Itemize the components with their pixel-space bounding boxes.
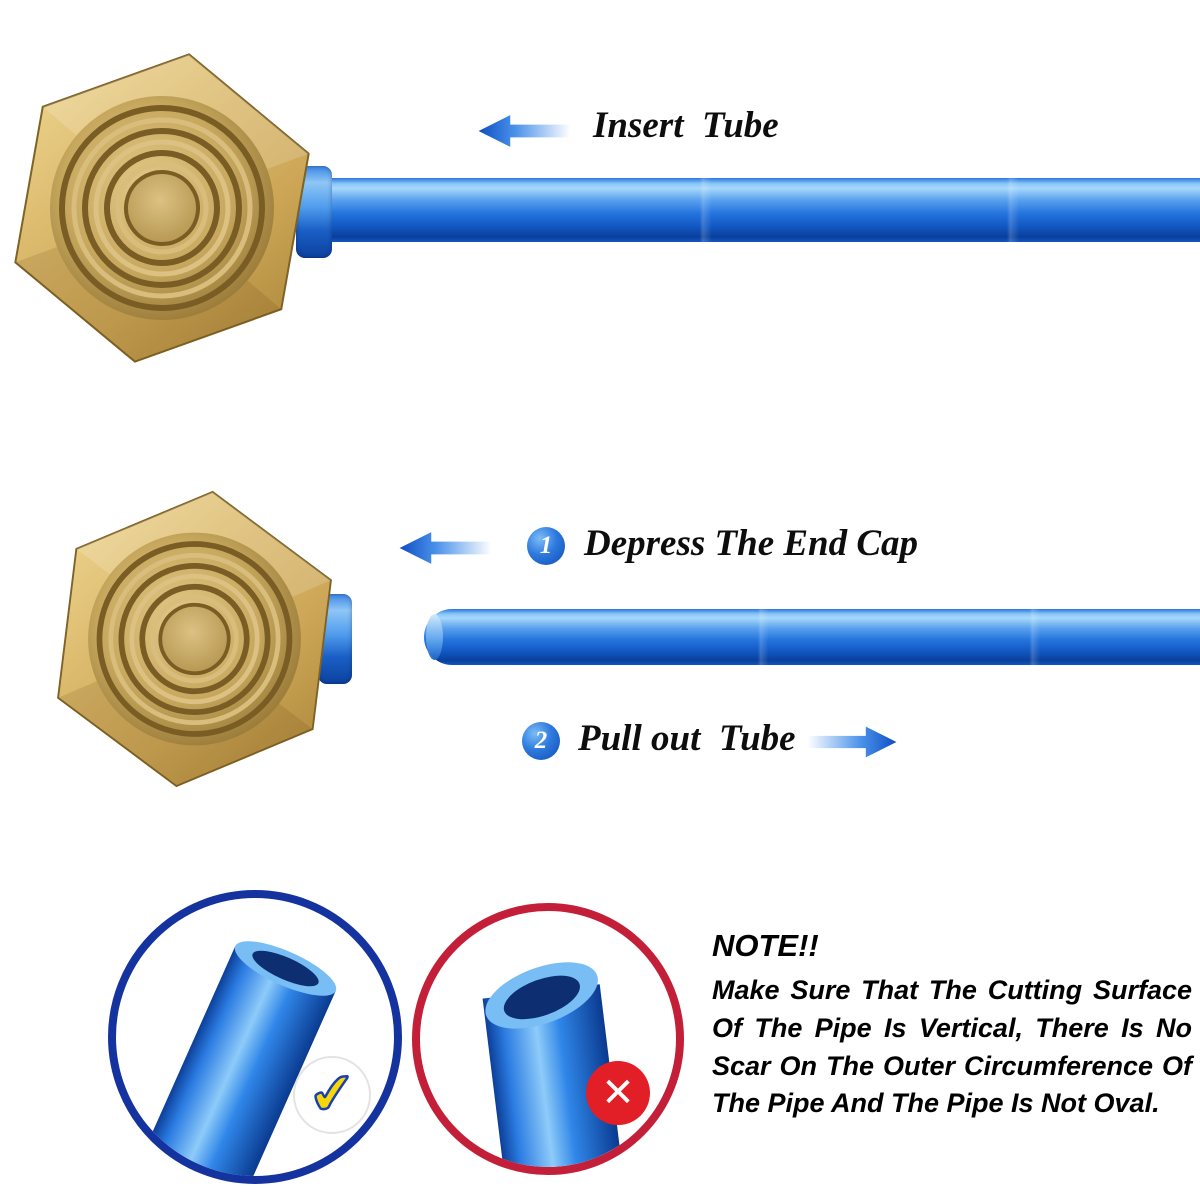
- blue-tube-middle-graphic: [424, 609, 1200, 665]
- depress-end-cap-label: Depress The End Cap: [584, 523, 919, 564]
- cross-glyph: ✕: [601, 1070, 635, 1116]
- left-arrow-icon: [478, 115, 571, 147]
- cross-icon: ✕: [586, 1061, 650, 1125]
- step-1-badge: 1: [527, 527, 565, 565]
- tube-cut-incorrect-graphic: [482, 962, 627, 1167]
- note-title: NOTE!!: [712, 928, 819, 963]
- note-body: Make Sure That The Cutting Surface Of Th…: [712, 975, 1192, 1119]
- pull-out-tube-label: Pull out Tube: [578, 718, 796, 759]
- check-glyph: ✔: [304, 1058, 360, 1130]
- step-2-badge: 2: [522, 722, 560, 760]
- left-arrow-icon: [399, 532, 492, 564]
- blue-tube-top-graphic: [322, 178, 1200, 242]
- thread-rings: [96, 541, 293, 737]
- brass-fitting-top-graphic: [14, 53, 310, 363]
- step-2-number: 2: [534, 727, 548, 754]
- note-block: NOTE!! Make Sure That The Cutting Surfac…: [712, 928, 1192, 1123]
- right-arrow-icon: [807, 726, 897, 758]
- check-icon: ✔: [293, 1056, 371, 1134]
- step-1-number: 1: [539, 532, 553, 559]
- brass-fitting-middle-graphic: [57, 490, 332, 788]
- incorrect-cut-example: [412, 903, 684, 1175]
- thread-rings: [59, 105, 265, 311]
- tube-cut-correct-graphic: [121, 941, 337, 1176]
- correct-cut-example: [108, 890, 402, 1184]
- insert-tube-label: Insert Tube: [593, 105, 779, 146]
